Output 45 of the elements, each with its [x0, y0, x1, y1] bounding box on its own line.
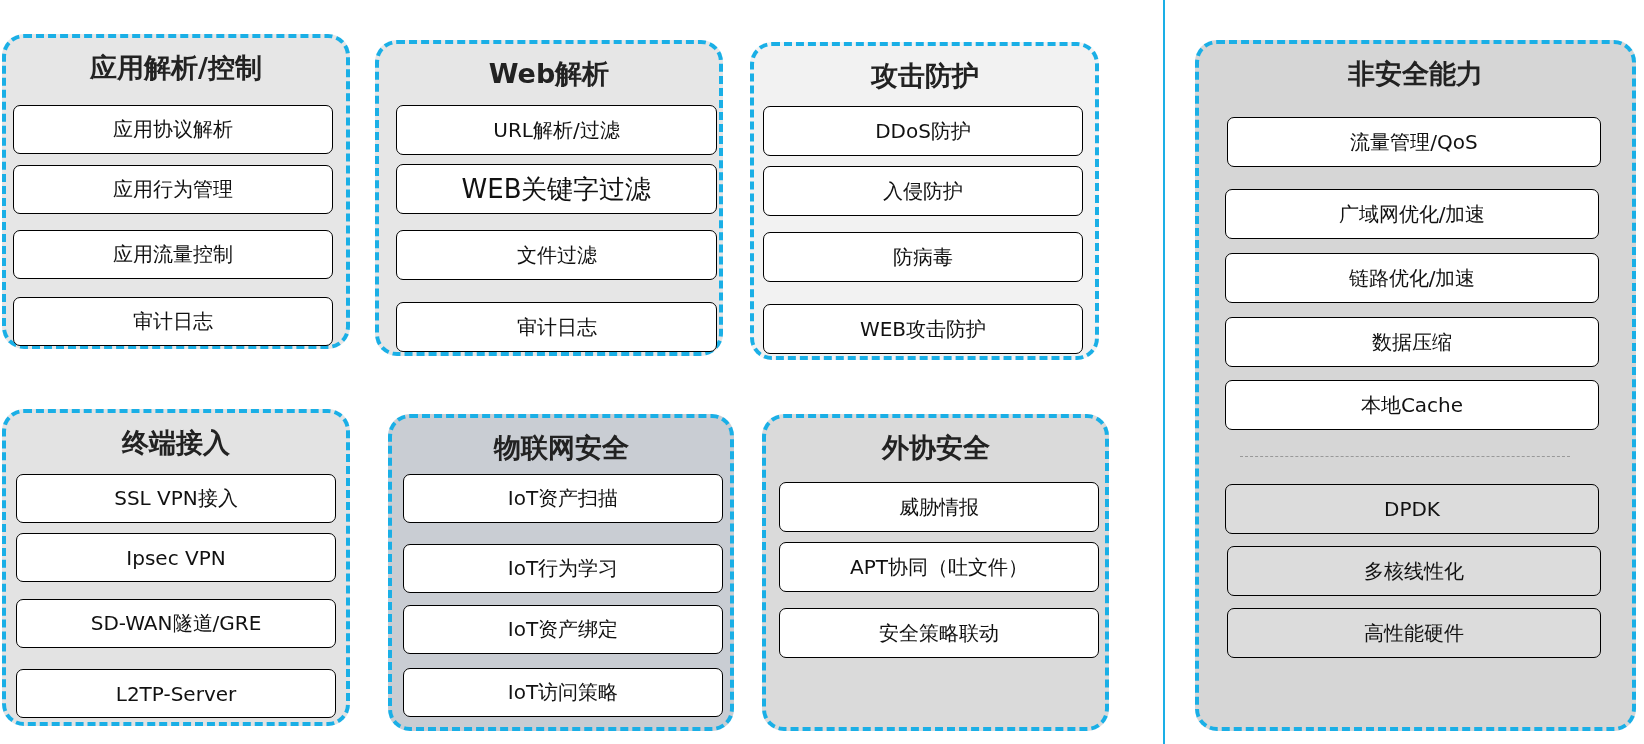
- feature-box: IoT资产扫描: [403, 474, 723, 523]
- feature-box: Ipsec VPN: [16, 533, 336, 582]
- feature-box: IoT行为学习: [403, 544, 723, 593]
- panel-title: 非安全能力: [1347, 57, 1484, 91]
- group-panel: [2, 34, 350, 349]
- feature-box: IoT访问策略: [403, 668, 723, 717]
- group-panel: [388, 414, 734, 731]
- panel-title: 物联网安全: [492, 431, 630, 465]
- feature-box: SSL VPN接入: [16, 474, 336, 523]
- feature-box: 广域网优化/加速: [1225, 189, 1599, 239]
- feature-box: SD-WAN隧道/GRE: [16, 599, 336, 648]
- feature-box: 流量管理/QoS: [1227, 117, 1601, 167]
- feature-box: APT协同（吐文件）: [779, 542, 1099, 592]
- feature-box: 多核线性化: [1227, 546, 1601, 596]
- group-panel: [375, 40, 723, 356]
- feature-box: 应用协议解析: [13, 105, 333, 154]
- feature-box: WEB关键字过滤: [396, 164, 717, 214]
- feature-box: 数据压缩: [1225, 317, 1599, 367]
- feature-box: 链路优化/加速: [1225, 253, 1599, 303]
- group-panel: [762, 414, 1109, 731]
- feature-box: L2TP-Server: [16, 669, 336, 718]
- feature-box: 威胁情报: [779, 482, 1099, 532]
- feature-box: URL解析/过滤: [396, 105, 717, 155]
- feature-box: 审计日志: [396, 302, 717, 352]
- panel-title: 终端接入: [120, 426, 231, 460]
- feature-box: 应用流量控制: [13, 230, 333, 279]
- feature-box: WEB攻击防护: [763, 304, 1083, 354]
- group-panel: [750, 42, 1099, 360]
- feature-box: DDoS防护: [763, 106, 1083, 156]
- feature-box: DPDK: [1225, 484, 1599, 534]
- panel-title: 应用解析/控制: [89, 51, 263, 85]
- feature-box: 防病毒: [763, 232, 1083, 282]
- feature-box: 入侵防护: [763, 166, 1083, 216]
- panel-title: 外协安全: [880, 431, 991, 465]
- feature-box: 高性能硬件: [1227, 608, 1601, 658]
- panel-title: Web解析: [487, 57, 611, 91]
- feature-box: 文件过滤: [396, 230, 717, 280]
- feature-box: 安全策略联动: [779, 608, 1099, 658]
- feature-box: 本地Cache: [1225, 380, 1599, 430]
- feature-box: IoT资产绑定: [403, 605, 723, 654]
- feature-box: 审计日志: [13, 297, 333, 346]
- panel-title: 攻击防护: [869, 59, 980, 93]
- group-panel: [2, 409, 350, 726]
- feature-box: 应用行为管理: [13, 165, 333, 214]
- group-panel: [1195, 40, 1636, 731]
